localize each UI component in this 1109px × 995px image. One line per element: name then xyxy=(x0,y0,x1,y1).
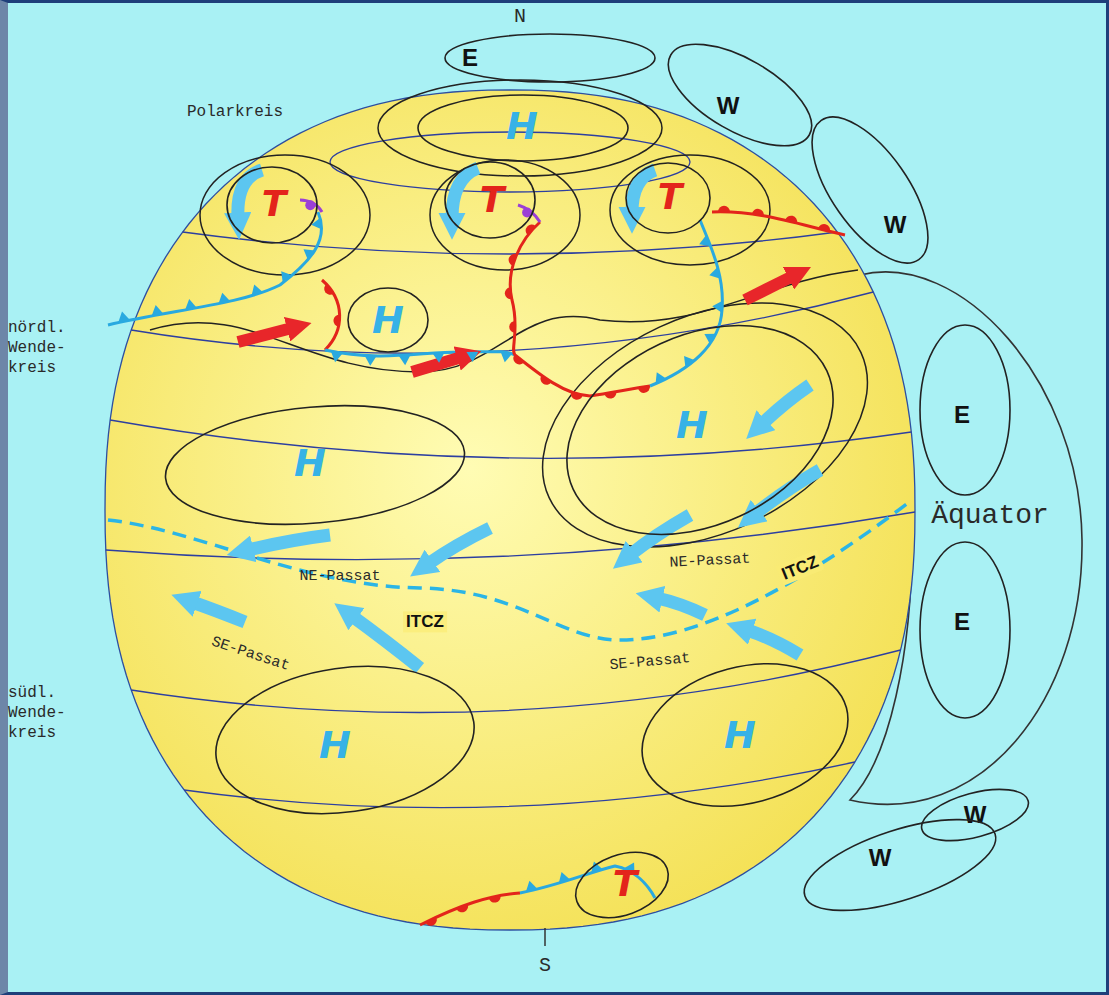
pressure-label: W xyxy=(884,213,907,237)
node-text: W xyxy=(869,844,892,871)
label-text: NE-Passat xyxy=(669,551,751,572)
wind-label: NE-Passat xyxy=(299,568,380,587)
low-pressure-area: T xyxy=(439,149,541,251)
low-pressure-area: T xyxy=(221,154,323,256)
pressure-label: H xyxy=(294,444,326,482)
circulation-cell: W xyxy=(914,754,1036,876)
label-text: S xyxy=(539,954,551,977)
pressure-label: W xyxy=(717,94,740,118)
pressure-label: E xyxy=(462,46,478,70)
circulation-cell: E xyxy=(871,536,1059,724)
node-text: W xyxy=(717,92,740,119)
isobar xyxy=(567,840,678,929)
node-text: H xyxy=(319,723,351,767)
isobar xyxy=(206,651,484,830)
node-text: E xyxy=(462,44,478,71)
isobar xyxy=(794,801,1006,929)
node-text: H xyxy=(676,403,708,447)
node-text: H xyxy=(506,104,538,148)
label-text: N xyxy=(514,5,526,28)
front-symbols xyxy=(118,200,831,928)
isobar xyxy=(626,642,864,828)
node-text: H xyxy=(724,713,756,757)
label-text: südl. Wende- kreis xyxy=(8,684,66,742)
pressure-label: T xyxy=(480,182,505,218)
node-text: T xyxy=(262,183,287,224)
pressure-label: T xyxy=(658,179,683,215)
low-pressure-area: T xyxy=(568,831,676,939)
latitude-label: Äquator xyxy=(928,498,1052,533)
label-text: NE-Passat xyxy=(299,568,380,585)
low-pressure-area: T xyxy=(620,150,716,246)
isobar xyxy=(920,542,1010,718)
isobars xyxy=(150,80,907,596)
node-text: T xyxy=(658,176,683,217)
pressure-label: H xyxy=(676,406,708,444)
isobar xyxy=(348,288,428,352)
high-pressure-area: H xyxy=(342,274,434,366)
pressure-label: H xyxy=(372,301,404,339)
pressure-label: E xyxy=(954,403,970,427)
label-text: Polarkreis xyxy=(187,103,283,121)
latitude-label: nördl. Wende- kreis xyxy=(8,318,75,378)
isobar-outline xyxy=(439,0,661,169)
compass-label: N xyxy=(514,4,526,29)
isobar xyxy=(445,34,655,82)
isobar-outline xyxy=(794,759,1006,971)
circulation-cell: W xyxy=(654,9,826,181)
pressure-label: T xyxy=(262,186,287,222)
circulation-cell: E xyxy=(439,0,661,169)
label-text: nördl. Wende- kreis xyxy=(8,319,66,377)
pressure-label: H xyxy=(506,107,538,145)
isobar xyxy=(533,285,867,576)
high-pressure-area: H xyxy=(554,284,846,576)
pressure-label: W xyxy=(869,846,892,870)
latitude-label: Polarkreis xyxy=(187,102,283,122)
pressure-label: H xyxy=(724,716,756,754)
isobar xyxy=(418,95,628,161)
itcz-line xyxy=(108,500,912,640)
latitude-label: südl. Wende- kreis xyxy=(8,683,75,743)
node-text: W xyxy=(884,211,907,238)
axis-tick xyxy=(544,928,546,946)
compass-label: S xyxy=(539,953,551,978)
isobar xyxy=(445,162,535,238)
node-text: H xyxy=(372,298,404,342)
pressure-label: T xyxy=(613,866,638,902)
isobar xyxy=(161,394,470,536)
isobar xyxy=(916,780,1034,851)
zone-label: ITCZ xyxy=(403,611,447,632)
node-text: T xyxy=(480,179,505,220)
circulation-cell: W xyxy=(779,99,961,281)
globe xyxy=(105,90,915,930)
pressure-label: E xyxy=(954,610,970,634)
isobar xyxy=(626,163,710,233)
wind-arrows xyxy=(192,168,820,668)
node-text: T xyxy=(613,863,638,904)
node-text: E xyxy=(954,401,970,428)
label-text: Äquator xyxy=(931,500,1049,531)
isobar xyxy=(227,167,317,243)
isobar-outline xyxy=(779,99,961,281)
node-text: H xyxy=(294,441,326,485)
isobar xyxy=(920,325,1010,495)
isobar xyxy=(653,24,828,166)
weather-fronts xyxy=(108,200,845,925)
circulation-cell: E xyxy=(874,319,1056,501)
circulation-cell: W xyxy=(794,759,1006,971)
isobar-outline xyxy=(654,9,826,181)
isobar xyxy=(790,99,950,282)
node-text: E xyxy=(954,608,970,635)
label-text: ITCZ xyxy=(406,612,444,631)
pressure-label: H xyxy=(319,726,351,764)
